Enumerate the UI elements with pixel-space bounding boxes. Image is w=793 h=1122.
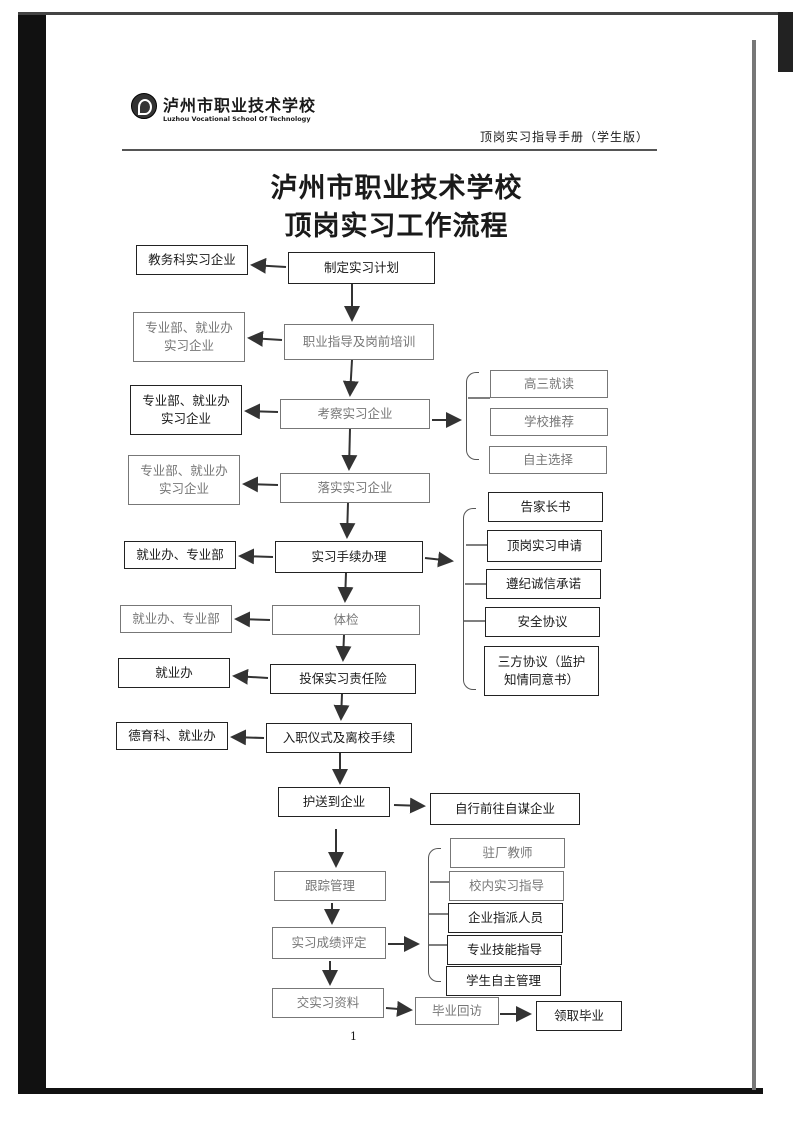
procedure-box: 顶岗实习申请 <box>487 530 602 562</box>
responsible-box: 专业部、就业办 实习企业 <box>130 385 242 435</box>
evaluator-box: 校内实习指导 <box>449 871 564 901</box>
step-make-plan: 制定实习计划 <box>288 252 435 284</box>
evaluator-box: 学生自主管理 <box>446 966 561 996</box>
procedure-box: 三方协议（监护 知情同意书） <box>484 646 599 696</box>
scan-edge <box>778 12 793 72</box>
step-submit-materials: 交实习资料 <box>272 988 384 1018</box>
step-tracking: 跟踪管理 <box>274 871 386 901</box>
responsible-box: 专业部、就业办 实习企业 <box>128 455 240 505</box>
evaluator-box: 专业技能指导 <box>447 935 562 965</box>
school-logo-icon <box>131 93 157 119</box>
responsible-box: 就业办 <box>118 658 230 688</box>
responsible-box: 德育科、就业办 <box>116 722 228 750</box>
responsible-box: 就业办、专业部 <box>124 541 236 569</box>
scan-edge <box>18 12 778 15</box>
procedure-box: 告家长书 <box>488 492 603 522</box>
responsible-box: 就业办、专业部 <box>120 605 232 633</box>
step-insurance: 投保实习责任险 <box>270 664 416 694</box>
handbook-title: 顶岗实习指导手册（学生版） <box>480 130 650 144</box>
step-confirm-enterprise: 落实实习企业 <box>280 473 430 503</box>
brace <box>466 372 479 460</box>
page-number: 1 <box>350 1030 357 1043</box>
graduate-followup-box: 毕业回访 <box>415 997 499 1025</box>
source-box: 高三就读 <box>490 370 608 398</box>
source-box: 自主选择 <box>489 446 607 474</box>
receive-graduation-box: 领取毕业 <box>536 1001 622 1031</box>
procedure-box: 安全协议 <box>485 607 600 637</box>
school-name: 泸州市职业技术学校 <box>163 96 317 115</box>
step-career-training: 职业指导及岗前培训 <box>284 324 434 360</box>
step-procedures: 实习手续办理 <box>275 541 423 573</box>
school-name-en: Luzhou Vocational School Of Technology <box>163 115 311 123</box>
step-escort: 护送到企业 <box>278 787 390 817</box>
step-onboarding: 入职仪式及离校手续 <box>266 723 412 753</box>
brace <box>428 848 441 982</box>
brace <box>463 508 476 690</box>
source-box: 学校推荐 <box>490 408 608 436</box>
responsible-box: 专业部、就业办 实习企业 <box>133 312 245 362</box>
header-rule <box>122 149 657 151</box>
step-inspect-enterprise: 考察实习企业 <box>280 399 430 429</box>
evaluator-box: 企业指派人员 <box>448 903 563 933</box>
step-evaluation: 实习成绩评定 <box>272 927 386 959</box>
evaluator-box: 驻厂教师 <box>450 838 565 868</box>
scan-edge <box>18 12 46 1094</box>
scan-edge <box>18 1088 763 1094</box>
responsible-box: 教务科实习企业 <box>136 245 248 275</box>
page-subtitle: 顶岗实习工作流程 <box>284 211 509 242</box>
page-title: 泸州市职业技术学校 <box>270 173 523 204</box>
step-medical-check: 体检 <box>272 605 420 635</box>
scan-edge <box>752 40 756 1090</box>
self-arranged-box: 自行前往自谋企业 <box>430 793 580 825</box>
procedure-box: 遵纪诚信承诺 <box>486 569 601 599</box>
